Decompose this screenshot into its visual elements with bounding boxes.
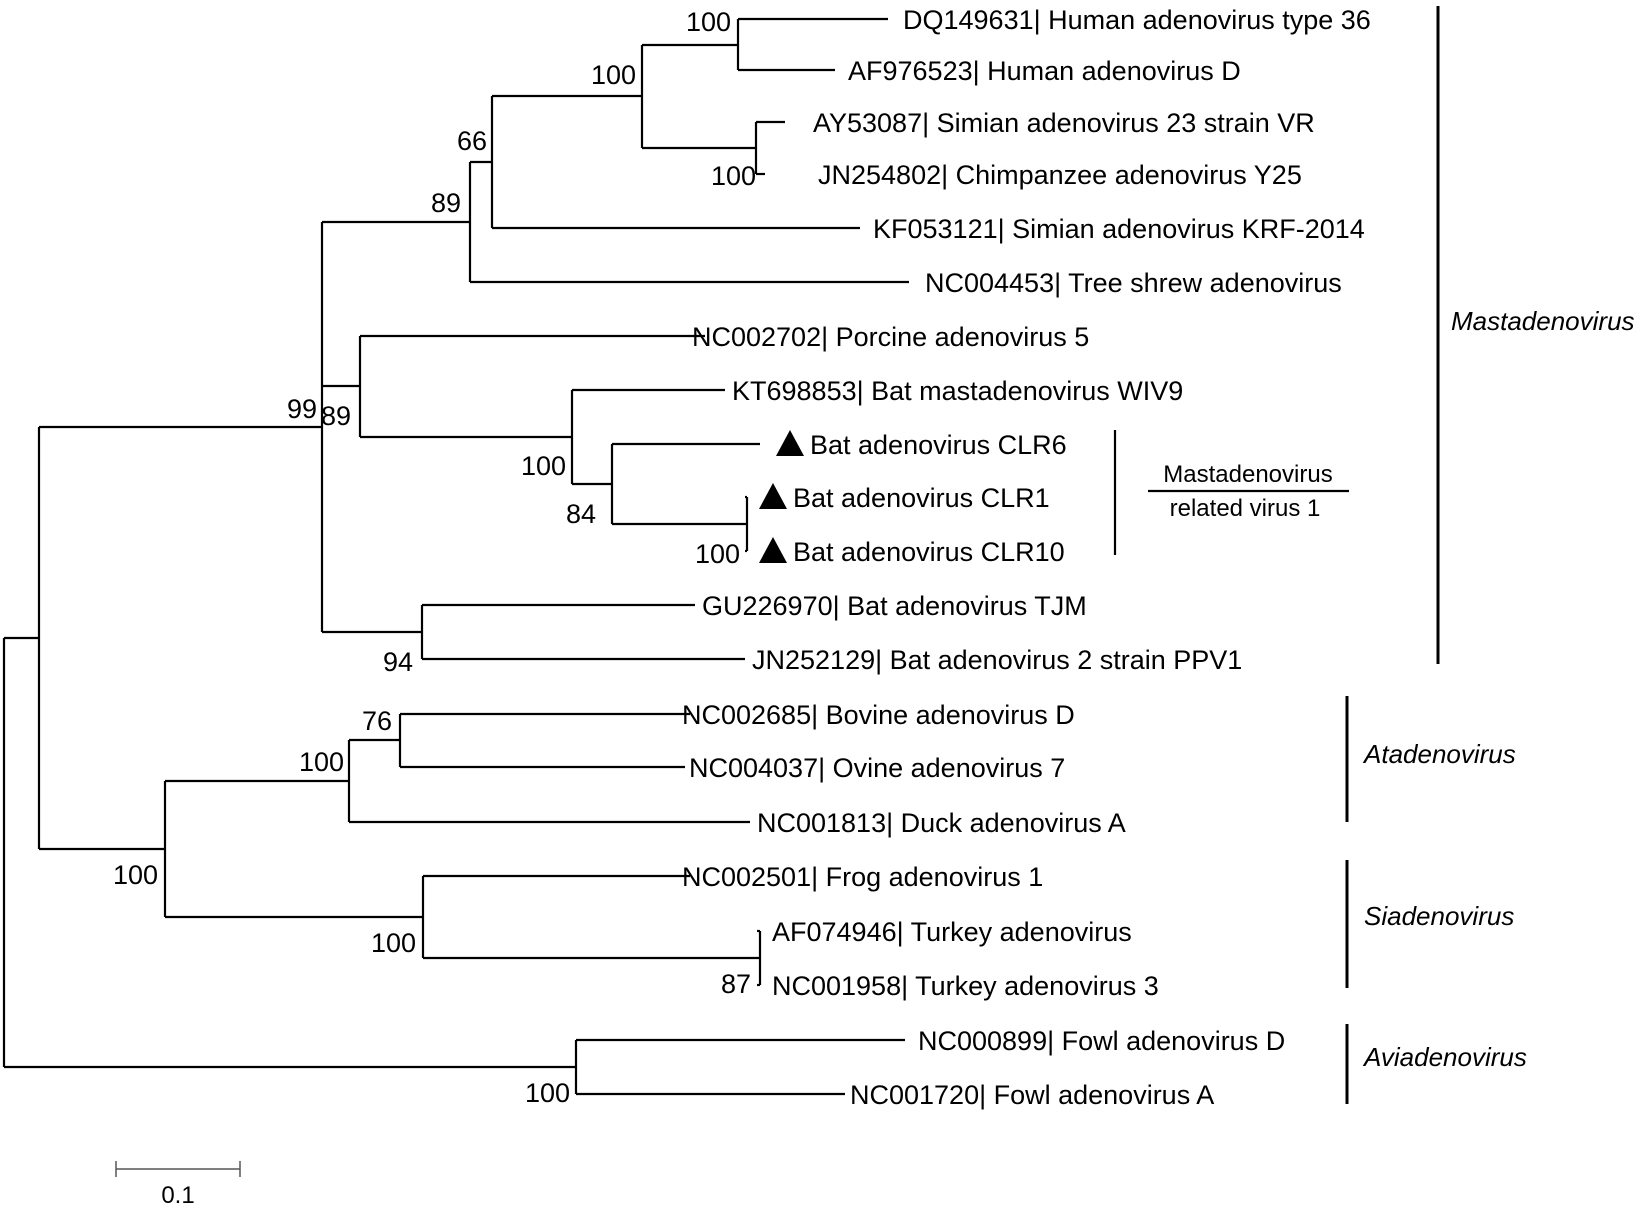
bootstrap-value: 87 bbox=[721, 969, 751, 999]
taxon-label: NC001958| Turkey adenovirus 3 bbox=[772, 971, 1159, 1001]
bootstrap-value: 76 bbox=[362, 706, 392, 736]
taxon-label: AF074946| Turkey adenovirus bbox=[772, 917, 1132, 947]
taxon-label: NC004037| Ovine adenovirus 7 bbox=[689, 753, 1065, 783]
bootstrap-value: 100 bbox=[371, 928, 416, 958]
bootstrap-value: 100 bbox=[521, 451, 566, 481]
clade-name: Atadenovirus bbox=[1362, 739, 1516, 769]
clade-name: Mastadenovirus bbox=[1451, 306, 1635, 336]
bootstrap-value: 66 bbox=[457, 126, 487, 156]
clade-name: Siadenovirus bbox=[1364, 901, 1514, 931]
taxon-label: AY53087| Simian adenovirus 23 strain VR bbox=[813, 108, 1315, 138]
taxon-label: NC004453| Tree shrew adenovirus bbox=[925, 268, 1342, 298]
taxon-label: NC002501| Frog adenovirus 1 bbox=[682, 862, 1043, 892]
clade-name: Aviadenovirus bbox=[1362, 1042, 1527, 1072]
taxon-label: GU226970| Bat adenovirus TJM bbox=[702, 591, 1087, 621]
bootstrap-value: 100 bbox=[591, 60, 636, 90]
bootstrap-value: 94 bbox=[383, 647, 413, 677]
bootstrap-value: 89 bbox=[321, 401, 351, 431]
bootstrap-value: 99 bbox=[287, 394, 317, 424]
taxon-label: Bat adenovirus CLR1 bbox=[793, 483, 1050, 513]
bootstrap-value: 100 bbox=[686, 7, 731, 37]
taxon-label: KT698853| Bat mastadenovirus WIV9 bbox=[732, 376, 1183, 406]
bootstrap-value: 100 bbox=[525, 1078, 570, 1108]
scale-bar-label: 0.1 bbox=[161, 1182, 194, 1209]
taxon-label: NC001720| Fowl adenovirus A bbox=[850, 1080, 1214, 1110]
taxon-label: NC002685| Bovine adenovirus D bbox=[682, 700, 1075, 730]
triangle-marker-icon bbox=[759, 483, 787, 509]
subgroup-label-line1: Mastadenovirus bbox=[1163, 461, 1332, 488]
triangle-marker-icon bbox=[759, 537, 787, 563]
taxon-label: KF053121| Simian adenovirus KRF-2014 bbox=[873, 214, 1365, 244]
taxon-label: DQ149631| Human adenovirus type 36 bbox=[903, 5, 1371, 35]
taxon-label: Bat adenovirus CLR6 bbox=[810, 430, 1067, 460]
taxon-label: JN254802| Chimpanzee adenovirus Y25 bbox=[818, 160, 1302, 190]
taxon-label: NC000899| Fowl adenovirus D bbox=[918, 1026, 1285, 1056]
triangle-marker-icon bbox=[776, 430, 804, 456]
bootstrap-value: 100 bbox=[113, 860, 158, 890]
subgroup-label-line2: related virus 1 bbox=[1170, 495, 1321, 522]
taxon-label: AF976523| Human adenovirus D bbox=[848, 56, 1241, 86]
bootstrap-value: 89 bbox=[431, 188, 461, 218]
bootstrap-value: 100 bbox=[711, 161, 756, 191]
bootstrap-value: 100 bbox=[695, 539, 740, 569]
taxon-label: Bat adenovirus CLR10 bbox=[793, 537, 1065, 567]
bootstrap-value: 100 bbox=[299, 747, 344, 777]
bootstrap-value: 84 bbox=[566, 499, 596, 529]
taxon-label: JN252129| Bat adenovirus 2 strain PPV1 bbox=[752, 645, 1242, 675]
taxon-label: NC001813| Duck adenovirus A bbox=[757, 808, 1126, 838]
taxon-label: NC002702| Porcine adenovirus 5 bbox=[692, 322, 1089, 352]
